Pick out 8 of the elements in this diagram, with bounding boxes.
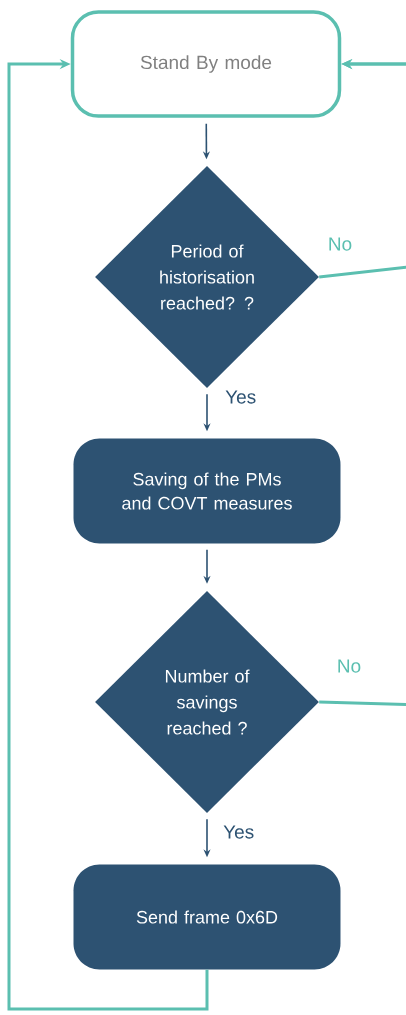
start-box: Stand By mode [70, 10, 342, 118]
connector-arrow [7, 58, 209, 1011]
edge-label: No [335, 658, 363, 674]
edge-label: Yes [222, 824, 256, 840]
process-box: Saving of the PMs and COVT measures [73, 438, 341, 544]
edge-label: No [326, 236, 354, 252]
edge-label: Yes [224, 389, 258, 405]
process-box: Send frame 0x6D [73, 864, 341, 970]
